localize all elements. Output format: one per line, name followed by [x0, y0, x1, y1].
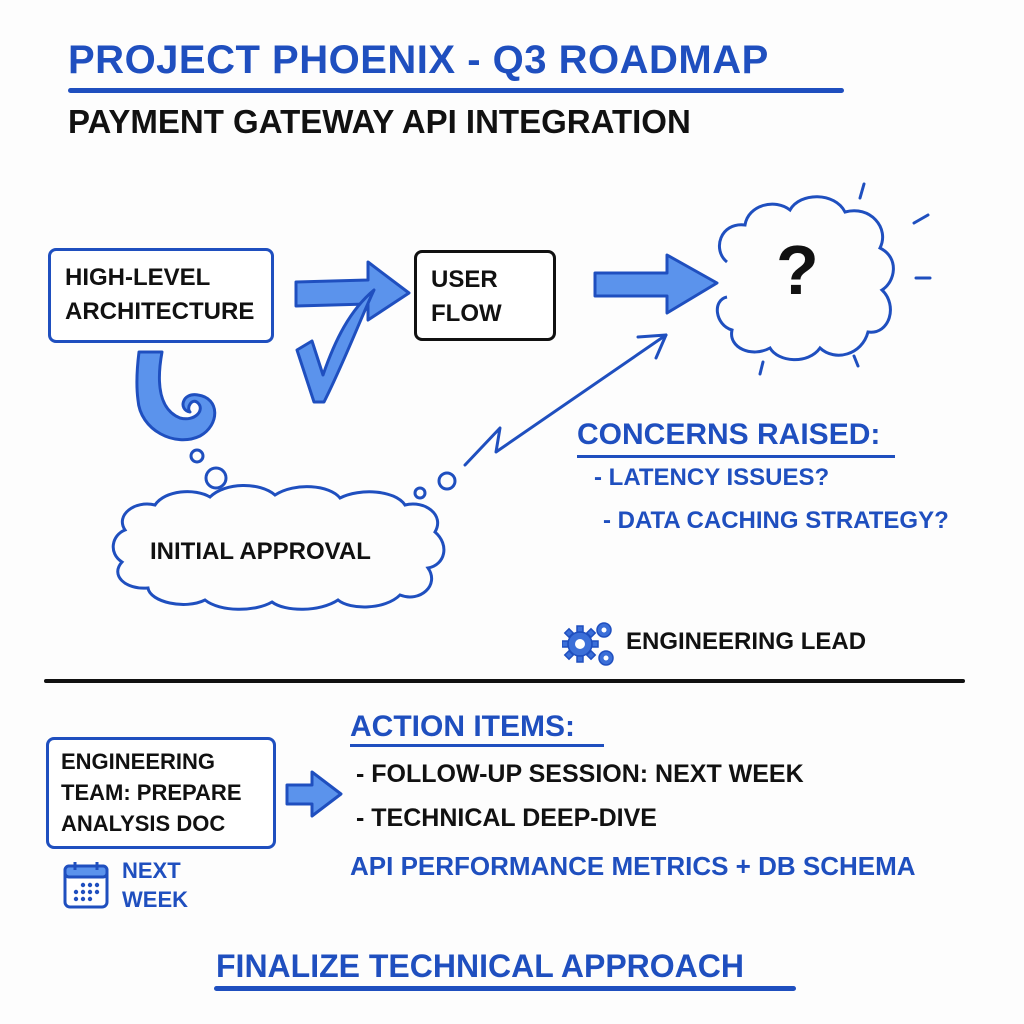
calendar-icon — [63, 862, 109, 909]
checkmark-icon — [295, 288, 376, 404]
concern-item: - LATENCY ISSUES? — [594, 464, 830, 491]
node-initial-approval: INITIAL APPROVAL — [150, 538, 371, 565]
node-label-line: ARCHITECTURE — [65, 298, 255, 325]
arrow-task-to-actions — [285, 770, 343, 818]
concerns-heading: CONCERNS RAISED: — [577, 418, 881, 451]
question-mark-icon: ? — [776, 231, 819, 309]
action-items-heading: ACTION ITEMS: — [350, 710, 575, 743]
task-label-line: ANALYSIS DOC — [61, 811, 226, 836]
question-cloud — [716, 182, 932, 376]
title-underline — [68, 88, 844, 93]
section-divider — [44, 679, 965, 683]
arrow-userflow-to-cloud — [593, 253, 719, 315]
zigzag-arrow — [413, 333, 668, 500]
node-high-level-architecture: HIGH-LEVEL ARCHITECTURE — [48, 248, 274, 343]
arrow-hla-to-userflow — [294, 260, 411, 322]
page-title: PROJECT PHOENIX - Q3 ROADMAP — [68, 38, 769, 82]
initial-approval-cloud — [111, 484, 446, 611]
due-label: NEXT WEEK — [122, 856, 188, 914]
concern-item: - DATA CACHING STRATEGY? — [603, 507, 949, 534]
task-box: ENGINEERING TEAM: PREPARE ANALYSIS DOC — [46, 737, 276, 849]
node-label-line: FLOW — [431, 300, 502, 327]
goal-heading: FINALIZE TECHNICAL APPROACH — [216, 948, 744, 984]
action-item: - TECHNICAL DEEP-DIVE — [356, 804, 657, 832]
action-item: - FOLLOW-UP SESSION: NEXT WEEK — [356, 760, 804, 788]
due-line: WEEK — [122, 887, 188, 912]
concerns-underline — [577, 455, 895, 458]
action-focus: API PERFORMANCE METRICS + DB SCHEMA — [350, 851, 916, 881]
node-label-line: USER — [431, 266, 498, 293]
task-label-line: ENGINEERING — [61, 749, 216, 774]
task-label-line: TEAM: PREPARE — [61, 780, 242, 805]
node-user-flow: USER FLOW — [414, 250, 556, 341]
owner-label: ENGINEERING LEAD — [626, 628, 867, 655]
gears-icon — [562, 622, 614, 666]
node-label-line: HIGH-LEVEL — [65, 264, 211, 291]
action-items-underline — [350, 744, 604, 747]
due-line: NEXT — [122, 858, 181, 883]
curl-arrow — [135, 350, 228, 490]
page-subtitle: PAYMENT GATEWAY API INTEGRATION — [68, 103, 691, 140]
goal-underline — [214, 986, 796, 991]
